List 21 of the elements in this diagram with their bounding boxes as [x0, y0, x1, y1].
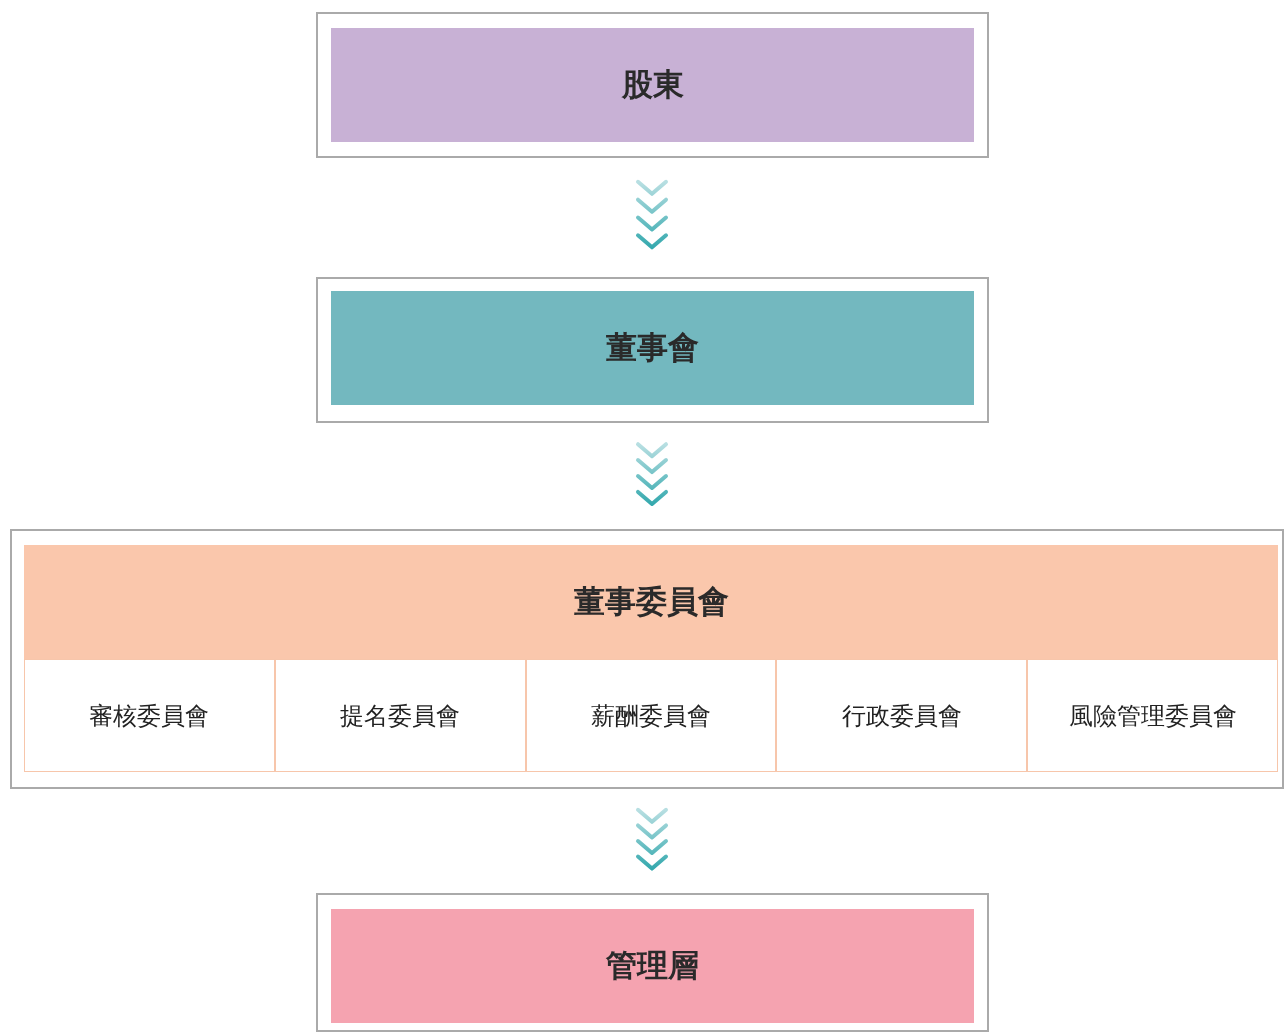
node-title: 管理層 [606, 946, 699, 985]
committee-label: 薪酬委員會 [591, 700, 711, 732]
chevron-arrow [636, 442, 668, 506]
committee-label: 行政委員會 [841, 700, 962, 732]
committee-cell [274, 659, 526, 772]
committee-label: 風險管理委員會 [1068, 700, 1237, 732]
node-title: 股東 [621, 65, 684, 104]
frame-box [316, 893, 989, 1032]
chevron-arrow [636, 807, 668, 871]
committee-label: 審核委員會 [89, 700, 210, 732]
frame-box [316, 277, 989, 423]
committee-label: 提名委員會 [340, 700, 461, 732]
frame-box [316, 12, 989, 158]
committee-cell [1027, 659, 1278, 772]
node-title: 董事委員會 [573, 582, 729, 621]
node-title: 董事會 [606, 328, 699, 367]
committee-cell [24, 659, 275, 772]
frame-box [10, 529, 1284, 789]
committee-cell [776, 659, 1028, 772]
committee-cell [525, 659, 777, 772]
chevron-arrow [636, 179, 668, 250]
